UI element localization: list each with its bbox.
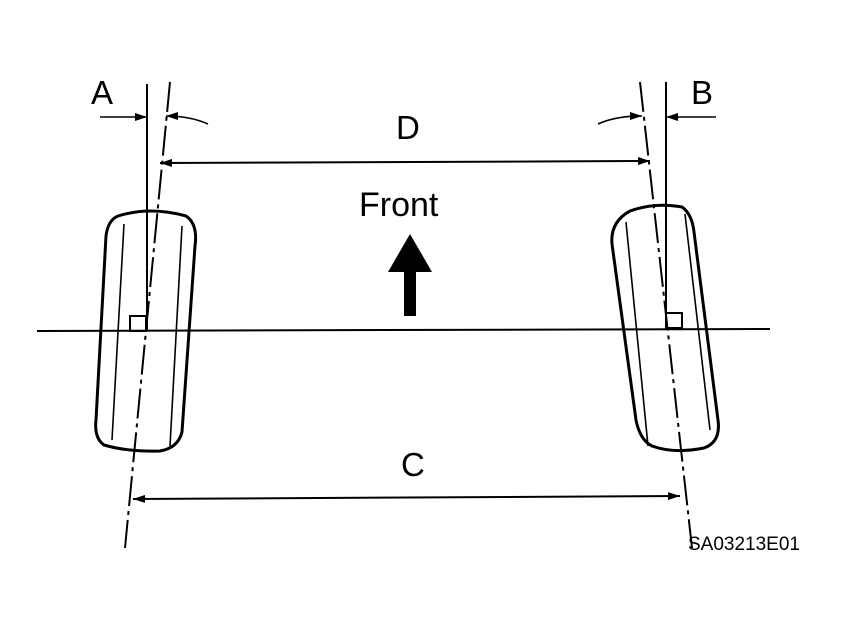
right-tire-inner-edge-2 [684, 213, 711, 431]
right-right-angle-marker [665, 312, 683, 329]
left-tire-outline [94, 209, 198, 453]
label-front: Front [359, 186, 439, 224]
dimension-c-line [132, 492, 681, 503]
figure-code: SA03213E01 [688, 534, 800, 555]
axle-centerline [36, 328, 771, 332]
label-c: C [401, 446, 425, 483]
left-tire-inner-edge-2 [169, 225, 183, 447]
right-wheel-centerline [639, 81, 693, 549]
dimension-d-line [159, 157, 651, 167]
label-a: A [91, 74, 113, 111]
right-tire-outline [610, 203, 720, 453]
arrow-up-icon [388, 234, 432, 316]
left-right-angle-marker [129, 315, 147, 332]
left-wheel-centerline [124, 81, 171, 549]
angle-b-arrow-left [597, 112, 643, 125]
label-d: D [396, 109, 420, 146]
angle-a-arrow-right [165, 112, 209, 125]
right-tire-inner-edge [625, 221, 649, 447]
label-b: B [691, 74, 713, 111]
left-tire-inner-edge [111, 223, 125, 441]
